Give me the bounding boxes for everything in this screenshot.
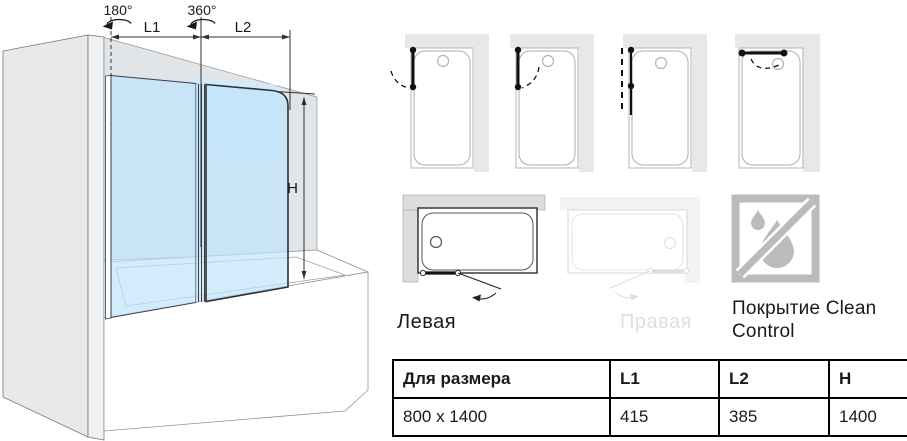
- config-icon-door-folded-flat: [621, 34, 707, 172]
- coating-label: Покрытие Clean Control: [732, 297, 907, 343]
- dimensions-table: Для размера L1 L2 H 800 x 1400 415 385 1…: [392, 359, 907, 437]
- table-header-row: Для размера L1 L2 H: [392, 359, 907, 399]
- coating-label-line1: Покрытие Clean: [732, 298, 877, 319]
- orientation-right-diagram: [560, 197, 700, 301]
- coating-label-line2: Control: [732, 321, 795, 342]
- dimension-arrowheads: [111, 34, 307, 279]
- header-h: H: [828, 359, 907, 399]
- bath-screen-3d-diagram: 180° 360° L1 L2 H: [2, 2, 370, 441]
- cell-l2: 385: [718, 397, 830, 437]
- dim-l1-label: L1: [144, 19, 161, 36]
- angle-180-label: 180°: [104, 2, 133, 18]
- angle-360-label: 360°: [188, 2, 217, 18]
- bathtub-front-face: [103, 271, 369, 432]
- header-l1: L1: [609, 359, 720, 399]
- config-icon-door-swing-outward: [390, 34, 489, 172]
- left-wall-front-face: [87, 34, 105, 441]
- cell-h: 1400: [828, 397, 907, 437]
- dim-h-label: H: [287, 180, 298, 197]
- cell-l1: 415: [609, 397, 720, 437]
- rotation-180-icon: [102, 18, 132, 30]
- dim-l2-label: L2: [235, 19, 252, 36]
- table-row: 800 x 1400 415 385 1400: [392, 397, 907, 437]
- water-drop-small: [751, 210, 765, 230]
- orientation-left-label: Левая: [397, 311, 457, 333]
- no-slash: [737, 199, 815, 277]
- header-for-size: Для размера: [392, 359, 611, 399]
- config-icon-door-rotated-to-wall: [735, 34, 820, 172]
- glass-panel-l2: [205, 83, 289, 303]
- dimension-lines: [110, 17, 316, 279]
- orientation-right-label: Правая: [620, 311, 692, 333]
- left-wall-side-face: [2, 34, 89, 438]
- cell-size: 800 x 1400: [392, 397, 611, 437]
- rotation-360-icon: [186, 18, 216, 30]
- wall-profile: [105, 75, 112, 320]
- clean-control-icon: [731, 194, 820, 283]
- header-l2: L2: [718, 359, 830, 399]
- config-icon-door-swing-inward: [510, 34, 594, 172]
- glass-panel-l1: [110, 74, 197, 319]
- orientation-left-diagram: [402, 194, 546, 302]
